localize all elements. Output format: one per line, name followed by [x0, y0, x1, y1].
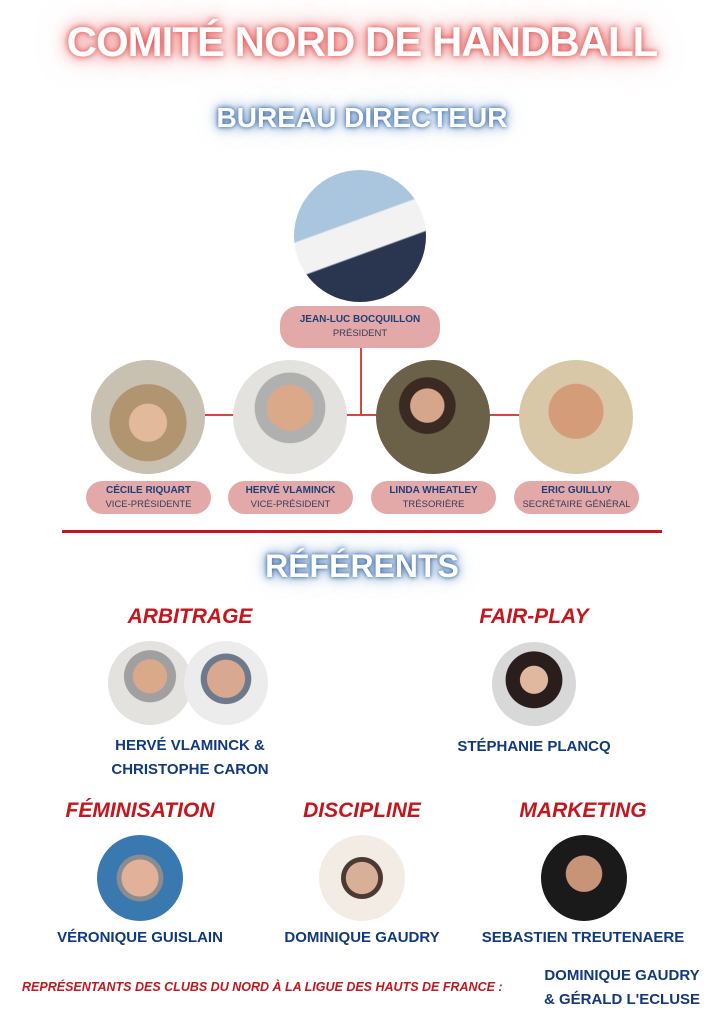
section-title-referents: RÉFÉRENTS: [265, 548, 459, 584]
category-feminisation: FÉMINISATION: [65, 799, 215, 822]
member-role: VICE-PRÉSIDENT: [250, 499, 331, 510]
president-role: PRÉSIDENT: [332, 328, 388, 339]
member-name: LINDA WHEATLEY: [389, 485, 478, 496]
referent-name: SEBASTIEN TREUTENAERE: [481, 929, 685, 946]
referent-name: STÉPHANIE PLANCQ: [457, 738, 611, 755]
divider: [62, 530, 662, 533]
referent-photo: [108, 641, 192, 725]
category-discipline: DISCIPLINE: [303, 799, 421, 822]
footer-label: REPRÉSENTANTS DES CLUBS DU NORD À LA LIG…: [22, 980, 503, 994]
category-arbitrage: ARBITRAGE: [127, 605, 253, 628]
member-pill: ERIC GUILLUY SECRÉTAIRE GÉNÉRAL: [514, 481, 639, 514]
member-photo: [519, 360, 633, 474]
referent-photo: [492, 642, 576, 726]
referent-photo: [541, 835, 627, 921]
referent-name: DOMINIQUE GAUDRY: [284, 929, 440, 946]
president-pill: JEAN-LUC BOCQUILLON PRÉSIDENT: [280, 306, 440, 348]
member-role: VICE-PRÉSIDENTE: [105, 499, 192, 510]
member-pill: HERVÉ VLAMINCK VICE-PRÉSIDENT: [228, 481, 353, 514]
referent-name: HERVÉ VLAMINCK &CHRISTOPHE CARON: [111, 737, 269, 778]
referent-photo: [184, 641, 268, 725]
category-fair-play: FAIR-PLAY: [479, 605, 589, 628]
member-pill: LINDA WHEATLEY TRÉSORIÈRE: [371, 481, 496, 514]
member-name: ERIC GUILLUY: [541, 485, 612, 496]
referent-photo: [319, 835, 405, 921]
referent-photo: [97, 835, 183, 921]
member-name: CÉCILE RIQUART: [106, 485, 191, 496]
member-pill: CÉCILE RIQUART VICE-PRÉSIDENTE: [86, 481, 211, 514]
member-name: HERVÉ VLAMINCK: [245, 485, 336, 496]
org-connector: [205, 414, 525, 416]
org-connector: [360, 348, 362, 414]
page-title: COMITÉ NORD DE HANDBALL: [66, 18, 659, 65]
president-name: JEAN-LUC BOCQUILLON: [299, 314, 421, 325]
member-role: SECRÉTAIRE GÉNÉRAL: [522, 499, 631, 510]
member-photo: [91, 360, 205, 474]
member-photo: [376, 360, 490, 474]
member-photo: [233, 360, 347, 474]
section-title-bureau: BUREAU DIRECTEUR: [216, 102, 508, 133]
category-marketing: MARKETING: [519, 799, 647, 822]
referent-name: VÉRONIQUE GUISLAIN: [57, 929, 223, 946]
president-photo: [294, 170, 426, 302]
footer-names: DOMINIQUE GAUDRY& GÉRALD L'ECLUSE: [543, 967, 701, 1008]
member-role: TRÉSORIÈRE: [402, 499, 465, 510]
